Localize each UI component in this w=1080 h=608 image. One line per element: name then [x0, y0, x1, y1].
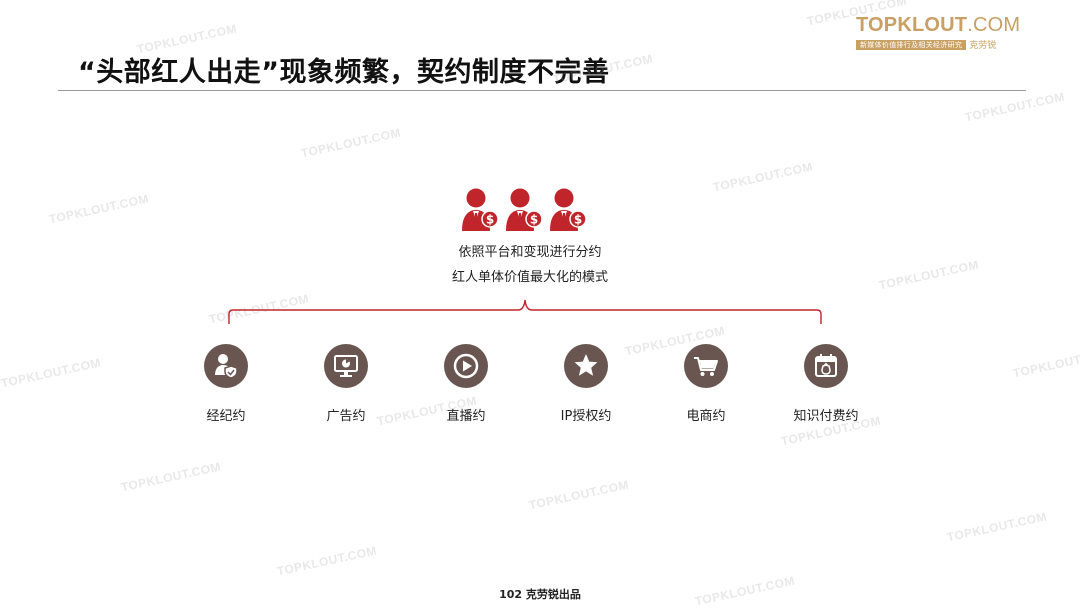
watermark: TOPKLOUT.COM — [119, 459, 223, 495]
description-line-2: 红人单体价值最大化的模式 — [451, 270, 608, 285]
watermark: TOPKLOUT.COM — [693, 573, 797, 608]
calendar-money-icon — [804, 344, 848, 388]
contract-item-paid-knowledge: 知识付费约 — [766, 344, 886, 424]
contract-item-ip-license: IP授权约 — [526, 344, 646, 424]
agent-icon — [204, 344, 248, 388]
cart-icon — [684, 344, 728, 388]
slide-title: “头部红人出走”现象频繁，契约制度不完善 — [78, 57, 610, 88]
logo-wordmark: TOPKLOUT.COM — [856, 14, 1021, 36]
watermark: TOPKLOUT.COM — [963, 89, 1067, 125]
logo-subline: 新媒体价值排行及相关经济研究 克劳锐 — [856, 38, 1026, 51]
contract-label: 广告约 — [326, 409, 366, 424]
brand-logo: TOPKLOUT.COM 新媒体价值排行及相关经济研究 克劳锐 — [856, 14, 1026, 51]
description-line-1: 依照平台和变现进行分约 — [458, 245, 602, 260]
title-divider — [58, 90, 1026, 91]
logo-tag: 克劳锐 — [969, 41, 997, 51]
watermark: TOPKLOUT.COM — [945, 509, 1049, 545]
watermark: TOPKLOUT.COM — [877, 257, 981, 293]
footer-credit: 102 克劳锐出品 — [499, 588, 581, 601]
contract-label: 直播约 — [446, 409, 486, 424]
play-icon — [444, 344, 488, 388]
contract-item-advertising: 广告约 — [286, 344, 406, 424]
watermark: TOPKLOUT.COM — [299, 125, 403, 161]
contract-label: 电商约 — [686, 409, 726, 424]
contract-label: IP授权约 — [560, 409, 612, 424]
influencer-group-icons: $ — [461, 186, 591, 236]
watermark: TOPKLOUT.COM — [47, 191, 151, 227]
monitor-icon — [324, 344, 368, 388]
watermark: TOPKLOUT.COM — [275, 543, 379, 579]
influencer-money-icon: $ — [461, 187, 587, 232]
watermark: TOPKLOUT.COM — [0, 355, 103, 391]
red-brace-connector — [228, 299, 822, 324]
star-icon — [564, 344, 608, 388]
contract-item-agent: 经纪约 — [166, 344, 286, 424]
contract-label: 知识付费约 — [793, 409, 859, 424]
watermark: TOPKLOUT.COM — [1011, 345, 1080, 381]
contract-item-ecommerce: 电商约 — [646, 344, 766, 424]
watermark: TOPKLOUT.COM — [527, 477, 631, 513]
contract-item-livestream: 直播约 — [406, 344, 526, 424]
contract-label: 经纪约 — [206, 409, 246, 424]
logo-subtitle: 新媒体价值排行及相关经济研究 — [856, 39, 967, 50]
watermark: TOPKLOUT.COM — [711, 159, 815, 195]
